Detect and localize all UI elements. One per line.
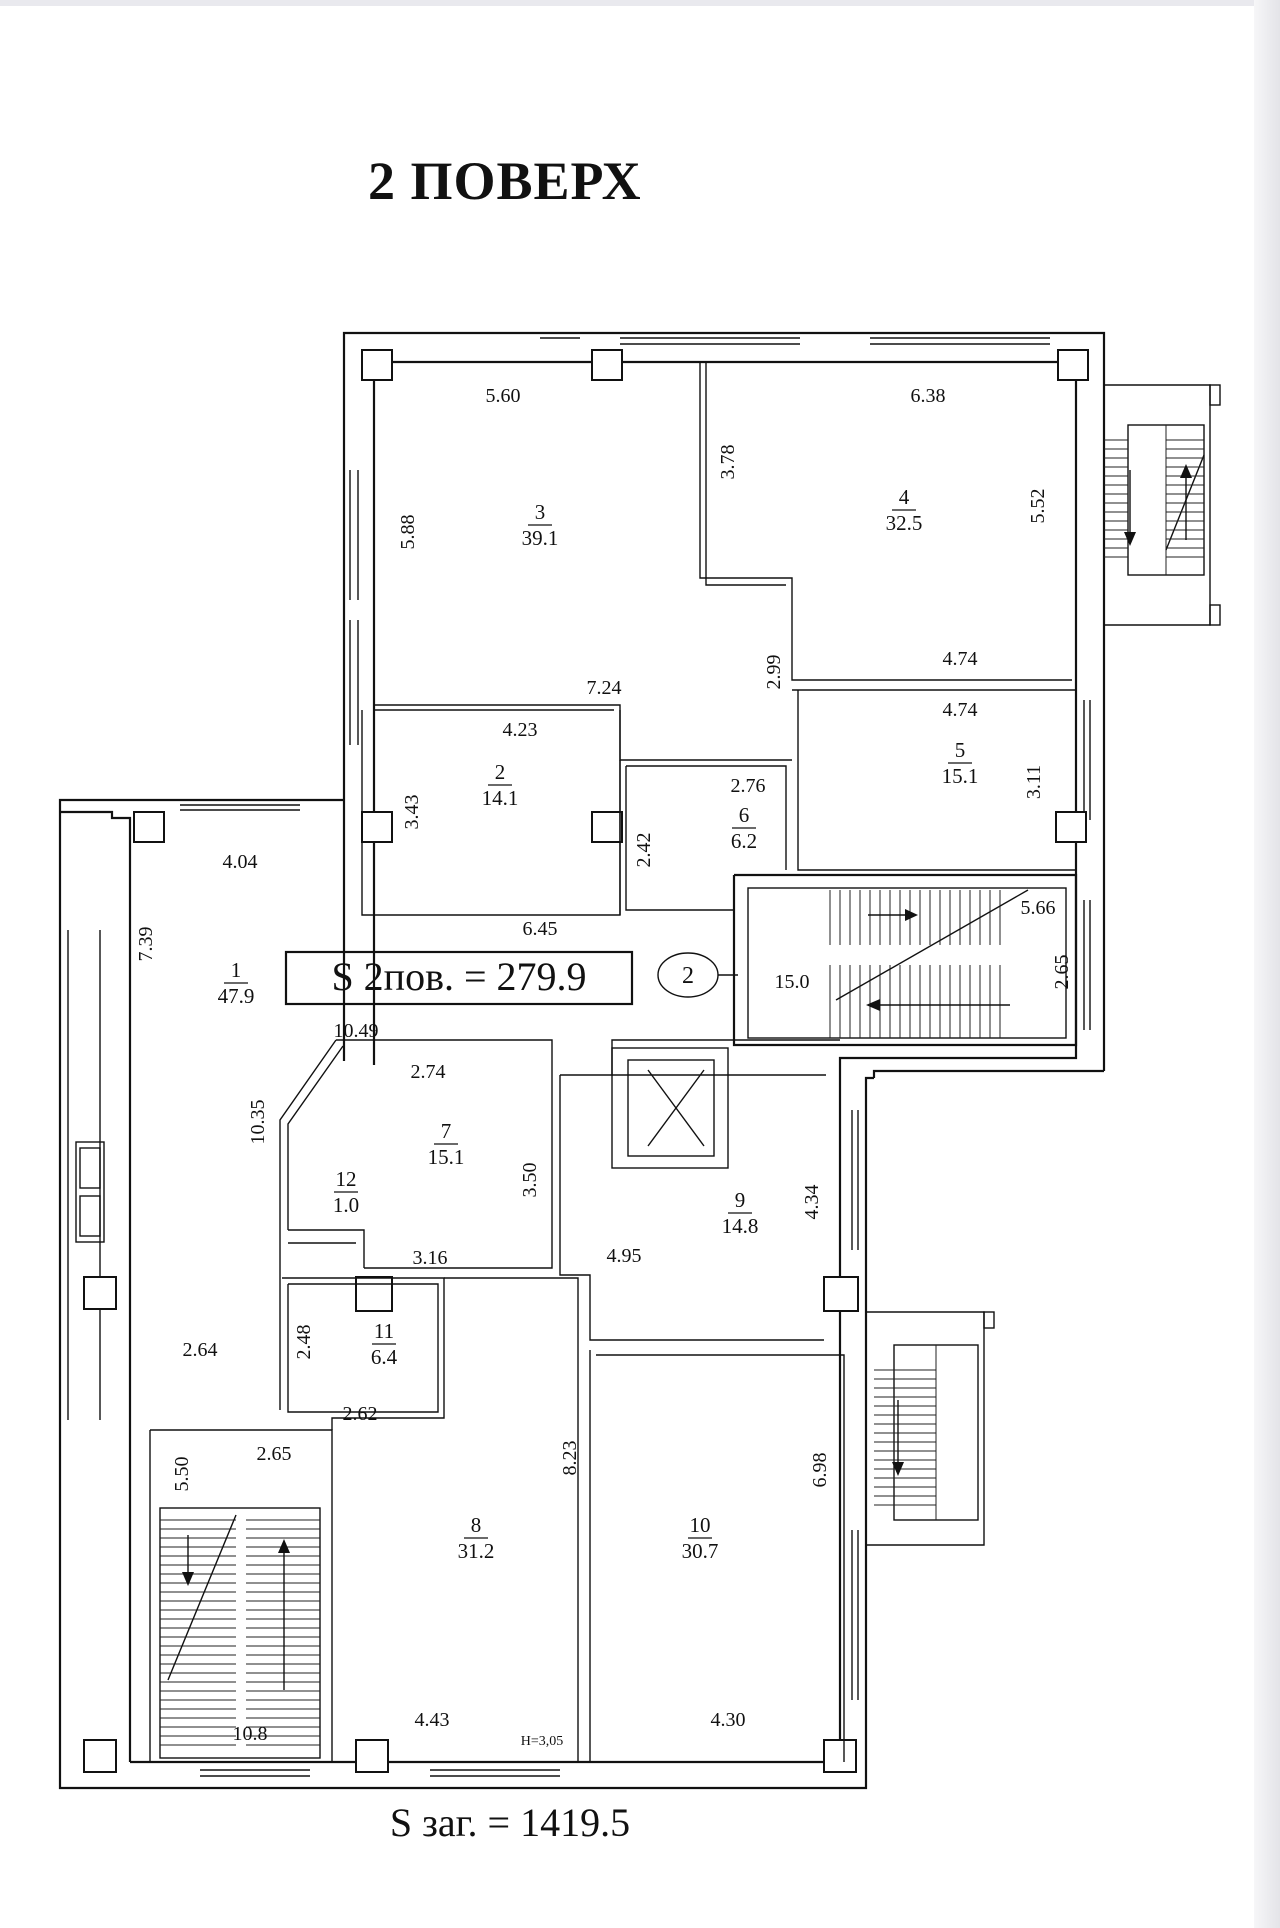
dim-r1-vert: 10.35 (247, 1100, 269, 1145)
dim-stair-top: 5.66 (1021, 897, 1056, 919)
dim-r1-bottom: 2.64 (183, 1339, 218, 1361)
dim-r10-right: 6.98 (809, 1453, 831, 1488)
room-number: 7 (441, 1119, 452, 1143)
room-number: 12 (336, 1167, 357, 1191)
floor-plan-drawing: S 2пов. = 279.9 2 S заг. = 1419.5 147.9 2… (58, 331, 1221, 1845)
room-number: 5 (955, 738, 966, 762)
room-area: 6.4 (371, 1345, 398, 1369)
dim-r5-right: 3.11 (1023, 765, 1045, 799)
room-number: 11 (374, 1319, 394, 1343)
room-number: 1 (231, 958, 242, 982)
room-area: 39.1 (522, 526, 559, 550)
room-area: 14.1 (482, 786, 519, 810)
interior-walls (149, 362, 1078, 1762)
dim-r6-left: 2.42 (633, 833, 655, 868)
stair-marker-number: 2 (682, 963, 694, 989)
dim-r6-top: 2.76 (731, 775, 766, 797)
right-stair-area: 15.0 (775, 971, 810, 993)
screen-top-edge (0, 0, 1280, 6)
dim-r7-top: 2.74 (411, 1061, 446, 1083)
room-area: 6.2 (731, 829, 757, 853)
dim-r5-top: 4.74 (943, 699, 978, 721)
dim-r7-right: 3.50 (519, 1163, 541, 1198)
dim-r4-left: 3.78 (717, 445, 739, 480)
dim-r3-left: 5.88 (397, 515, 419, 550)
dim-ls-top: 2.65 (257, 1443, 292, 1465)
dim-r2-left: 3.43 (401, 795, 423, 830)
room-area: 30.7 (682, 1539, 719, 1563)
screen-right-edge (1254, 0, 1280, 1928)
dim-r11-bottom: 2.62 (343, 1403, 378, 1425)
room-number: 9 (735, 1188, 746, 1212)
dim-r1-left: 7.39 (135, 927, 157, 962)
dim-ls-left: 5.50 (171, 1457, 193, 1492)
dim-r4-top: 6.38 (911, 385, 946, 407)
exterior-stair-right (1104, 384, 1221, 626)
page-title: 2 ПОВЕРХ (368, 151, 642, 211)
dim-r2-bottom: 6.45 (523, 918, 558, 940)
dim-r2-top: 4.23 (503, 719, 538, 741)
dim-r1-top: 4.04 (223, 851, 258, 873)
room-number: 6 (739, 803, 750, 827)
floor-area-label: S 2пов. = 279.9 (331, 954, 586, 999)
dim-r4-right: 5.52 (1027, 489, 1049, 524)
dim-r9-left: 4.95 (607, 1245, 642, 1267)
dim-r3-top: 5.60 (486, 385, 521, 407)
left-stair-area: 10.8 (233, 1723, 268, 1745)
room-area: 14.8 (722, 1214, 759, 1238)
room-area: 32.5 (886, 511, 923, 535)
floor-area-box (284, 950, 634, 1006)
ceiling-height-note: H=3,05 (521, 1734, 564, 1749)
room-area: 47.9 (218, 984, 255, 1008)
dim-r7-bottom: 3.16 (413, 1247, 448, 1269)
dim-r4-step: 2.99 (763, 655, 785, 690)
dim-r4-bottom: 4.74 (943, 648, 978, 670)
dim-stair-right: 2.65 (1051, 955, 1073, 990)
dim-r10-bottom: 4.30 (711, 1709, 746, 1731)
room-number: 4 (899, 485, 910, 509)
exterior-stair-lower (866, 1311, 995, 1546)
columns (83, 349, 1089, 1773)
dim-r11-left: 2.48 (293, 1325, 315, 1360)
room-area: 15.1 (428, 1145, 465, 1169)
dim-r3-bottom: 7.24 (587, 677, 622, 699)
dim-r8-right: 8.23 (559, 1441, 581, 1476)
room-labels: 147.9214.1339.1432.5515.166.2715.1831.29… (218, 485, 979, 1563)
room-area: 15.1 (942, 764, 979, 788)
stair-arrows (167, 464, 1192, 1690)
room-number: 8 (471, 1513, 482, 1537)
outer-walls (58, 331, 1106, 1790)
total-area-label: S заг. = 1419.5 (390, 1800, 630, 1845)
dim-r9-right: 4.34 (801, 1185, 823, 1220)
room-area: 31.2 (458, 1539, 495, 1563)
dim-r8-bottom: 4.43 (415, 1709, 450, 1731)
dim-r1-mid: 10.49 (334, 1020, 379, 1042)
room-area: 1.0 (333, 1193, 359, 1217)
room-number: 2 (495, 760, 506, 784)
room-number: 3 (535, 500, 546, 524)
room-number: 10 (690, 1513, 711, 1537)
